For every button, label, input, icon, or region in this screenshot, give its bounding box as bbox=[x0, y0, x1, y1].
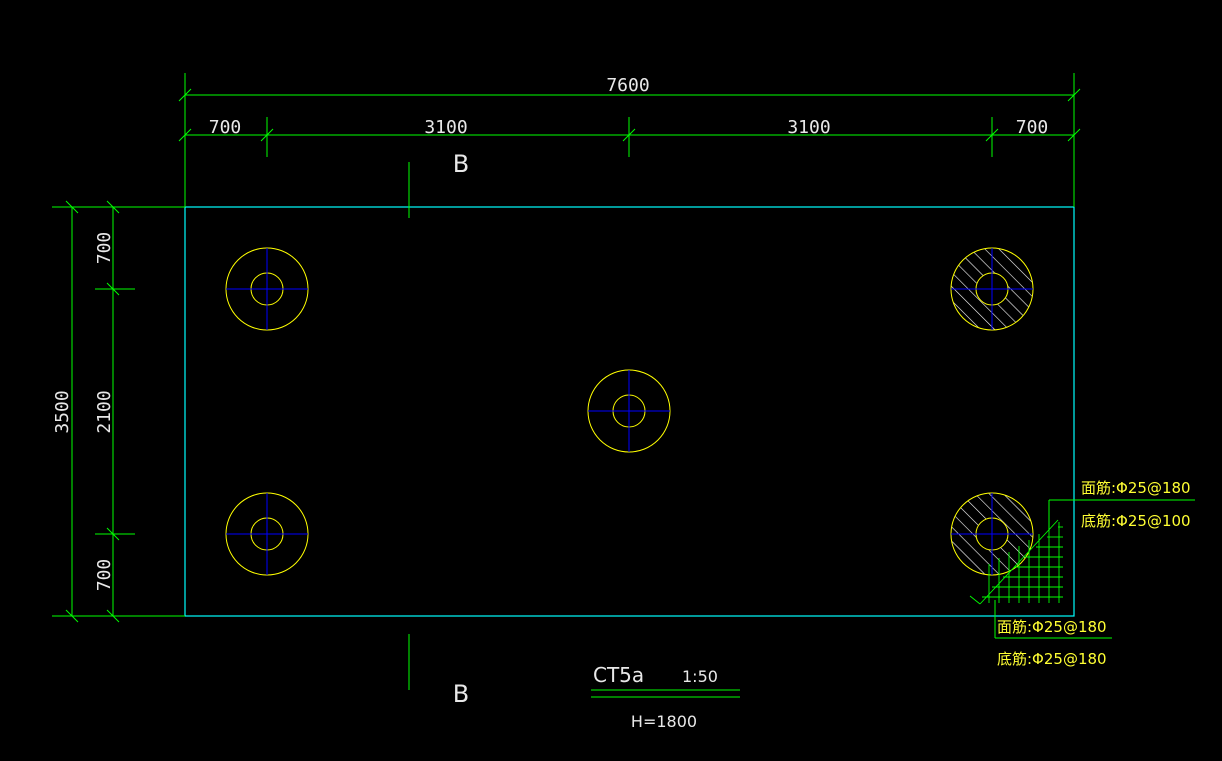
dim-overall-length: 7600 bbox=[606, 75, 649, 96]
dim-bottom-edge: 700 bbox=[94, 559, 115, 592]
drawing-title: CT5a bbox=[593, 663, 644, 687]
rebar-label-lower-bottom: 底筋:Φ25@180 bbox=[997, 650, 1107, 668]
dim-right-span: 3100 bbox=[787, 117, 830, 138]
dim-overall-width: 3500 bbox=[52, 390, 73, 433]
title-underline bbox=[591, 689, 740, 698]
pile-center bbox=[587, 369, 671, 453]
rebar-label-right-top: 面筋:Φ25@180 bbox=[1081, 479, 1191, 497]
rebar-leaders bbox=[994, 499, 1195, 639]
rebar-mesh bbox=[969, 519, 1063, 605]
section-label-bottom: B bbox=[453, 680, 469, 708]
rebar-line bbox=[969, 595, 981, 605]
pile-top-left bbox=[225, 247, 309, 331]
dim-right-edge: 700 bbox=[1016, 117, 1049, 138]
section-label-top: B bbox=[453, 150, 469, 178]
dim-left-edge: 700 bbox=[209, 117, 242, 138]
rebar-label-right-bottom: 底筋:Φ25@100 bbox=[1081, 512, 1191, 530]
left-dimension-lines bbox=[52, 200, 185, 623]
pile-bottom-left bbox=[225, 492, 309, 576]
piles bbox=[225, 247, 1034, 576]
dim-top-edge: 700 bbox=[94, 232, 115, 265]
pile-bottom-right bbox=[950, 492, 1034, 576]
rebar-line bbox=[979, 519, 1059, 605]
rebar-label-lower-top: 面筋:Φ25@180 bbox=[997, 618, 1107, 636]
dim-middle-span: 2100 bbox=[94, 390, 115, 433]
pile-cap-outline bbox=[184, 206, 1075, 617]
top-dimension-lines bbox=[178, 73, 1081, 207]
pile-top-right bbox=[950, 247, 1034, 331]
dim-left-span: 3100 bbox=[424, 117, 467, 138]
drawing-height: H=1800 bbox=[631, 712, 697, 731]
drawing-scale: 1:50 bbox=[682, 667, 718, 686]
